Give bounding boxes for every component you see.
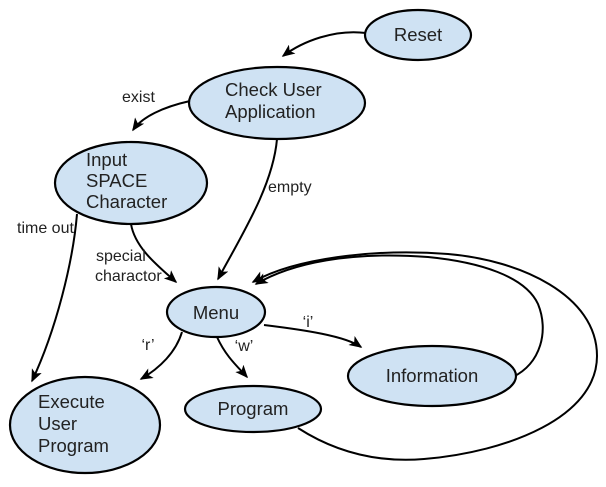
edge-label-exist: exist (122, 89, 155, 106)
edge-input-space-character-to-menu (130, 223, 178, 283)
edge-menu-to-execute-user-program (139, 331, 183, 380)
edge-check-user-application-to-menu (217, 138, 278, 281)
node-input-space-character-label-line3: Character (86, 191, 167, 212)
node-execute-user-program (8, 375, 162, 475)
node-input-space-character (53, 140, 209, 226)
edge-input-space-character-to-execute-user-program (31, 213, 78, 383)
edge-menu-to-program (216, 336, 248, 379)
node-information (346, 344, 518, 408)
edge-label-special-charactor-line1: special (96, 248, 146, 265)
node-execute-user-program-label-line3: Program (38, 435, 109, 456)
node-check-user-application (187, 65, 367, 141)
node-program (183, 384, 323, 434)
node-program-label: Program (218, 398, 289, 419)
edge-label-i: ‘i’ (303, 314, 314, 331)
edge-label-r: ‘r’ (141, 337, 154, 354)
edge-information-to-menu-loop (254, 254, 544, 378)
node-reset (363, 8, 473, 62)
edge-program-to-menu-loop (251, 251, 599, 461)
node-check-user-application-label-line1: Check User (225, 79, 322, 100)
edge-label-time-out: time out (17, 220, 74, 237)
node-execute-user-program-label-line1: Execute (38, 391, 105, 412)
node-menu-label: Menu (193, 302, 239, 323)
edge-label-special-charactor-line2: charactor (95, 268, 162, 285)
node-input-space-character-label-line2: SPACE (86, 170, 147, 191)
node-menu (165, 285, 267, 339)
node-input-space-character-label-line1: Input (86, 149, 127, 170)
node-check-user-application-label-line2: Application (225, 101, 316, 122)
edge-label-w: ‘w’ (235, 338, 254, 355)
node-information-label: Information (386, 365, 479, 386)
edge-label-empty: empty (268, 179, 312, 196)
edge-check-user-application-to-input-space-character (132, 100, 191, 132)
node-execute-user-program-label-line2: User (38, 413, 77, 434)
edge-menu-to-information (263, 324, 363, 348)
node-reset-label: Reset (394, 24, 442, 45)
edge-reset-to-check-user-application (281, 31, 367, 57)
